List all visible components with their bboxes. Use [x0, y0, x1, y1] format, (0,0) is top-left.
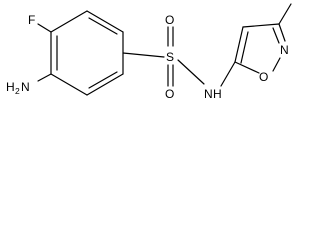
bond-c4-c3 — [242, 23, 280, 28]
bond-c1-c2 — [86, 10, 124, 33]
bond-c-f — [37, 23, 52, 33]
benzene-ring — [50, 10, 124, 96]
amine-h-count: 2 — [15, 86, 20, 96]
bond-o-c5 — [234, 61, 260, 74]
structure-diagram: F H 2 N S O O N H N O — [6, 3, 292, 101]
oxygen-bottom-label: O — [165, 87, 174, 101]
bond-c3-c4 — [86, 73, 124, 96]
bond-c3-n-double — [272, 27, 280, 44]
bond-c3-methyl — [278, 3, 292, 25]
bond-c4-c5 — [50, 73, 88, 96]
double-bond-inner-1 — [88, 17, 118, 35]
bond-n-o — [272, 57, 281, 72]
bond-c-nh2 — [37, 73, 52, 82]
bond-c5-c4 — [234, 26, 244, 63]
bond-c3-n — [278, 23, 286, 42]
sulfur-label: S — [166, 50, 174, 64]
fluorine-label: F — [28, 13, 35, 27]
isoxazole-ring — [234, 23, 286, 74]
ring-n-label: N — [280, 43, 289, 57]
double-bond-inner-2 — [88, 71, 118, 89]
bond-c-s — [122, 52, 165, 58]
amide-n-label: N — [204, 87, 213, 101]
bond-c6-c1 — [50, 10, 88, 33]
bond-s-n — [177, 59, 205, 85]
bond-c5-c4-double — [240, 31, 249, 64]
ring-o-label: O — [259, 70, 268, 84]
oxygen-top-label: O — [165, 13, 174, 27]
amide-h-label: H — [213, 87, 222, 101]
amine-n-label: N — [21, 80, 30, 94]
amine-h-label: H — [6, 80, 15, 94]
bond-n-c5 — [220, 61, 236, 87]
